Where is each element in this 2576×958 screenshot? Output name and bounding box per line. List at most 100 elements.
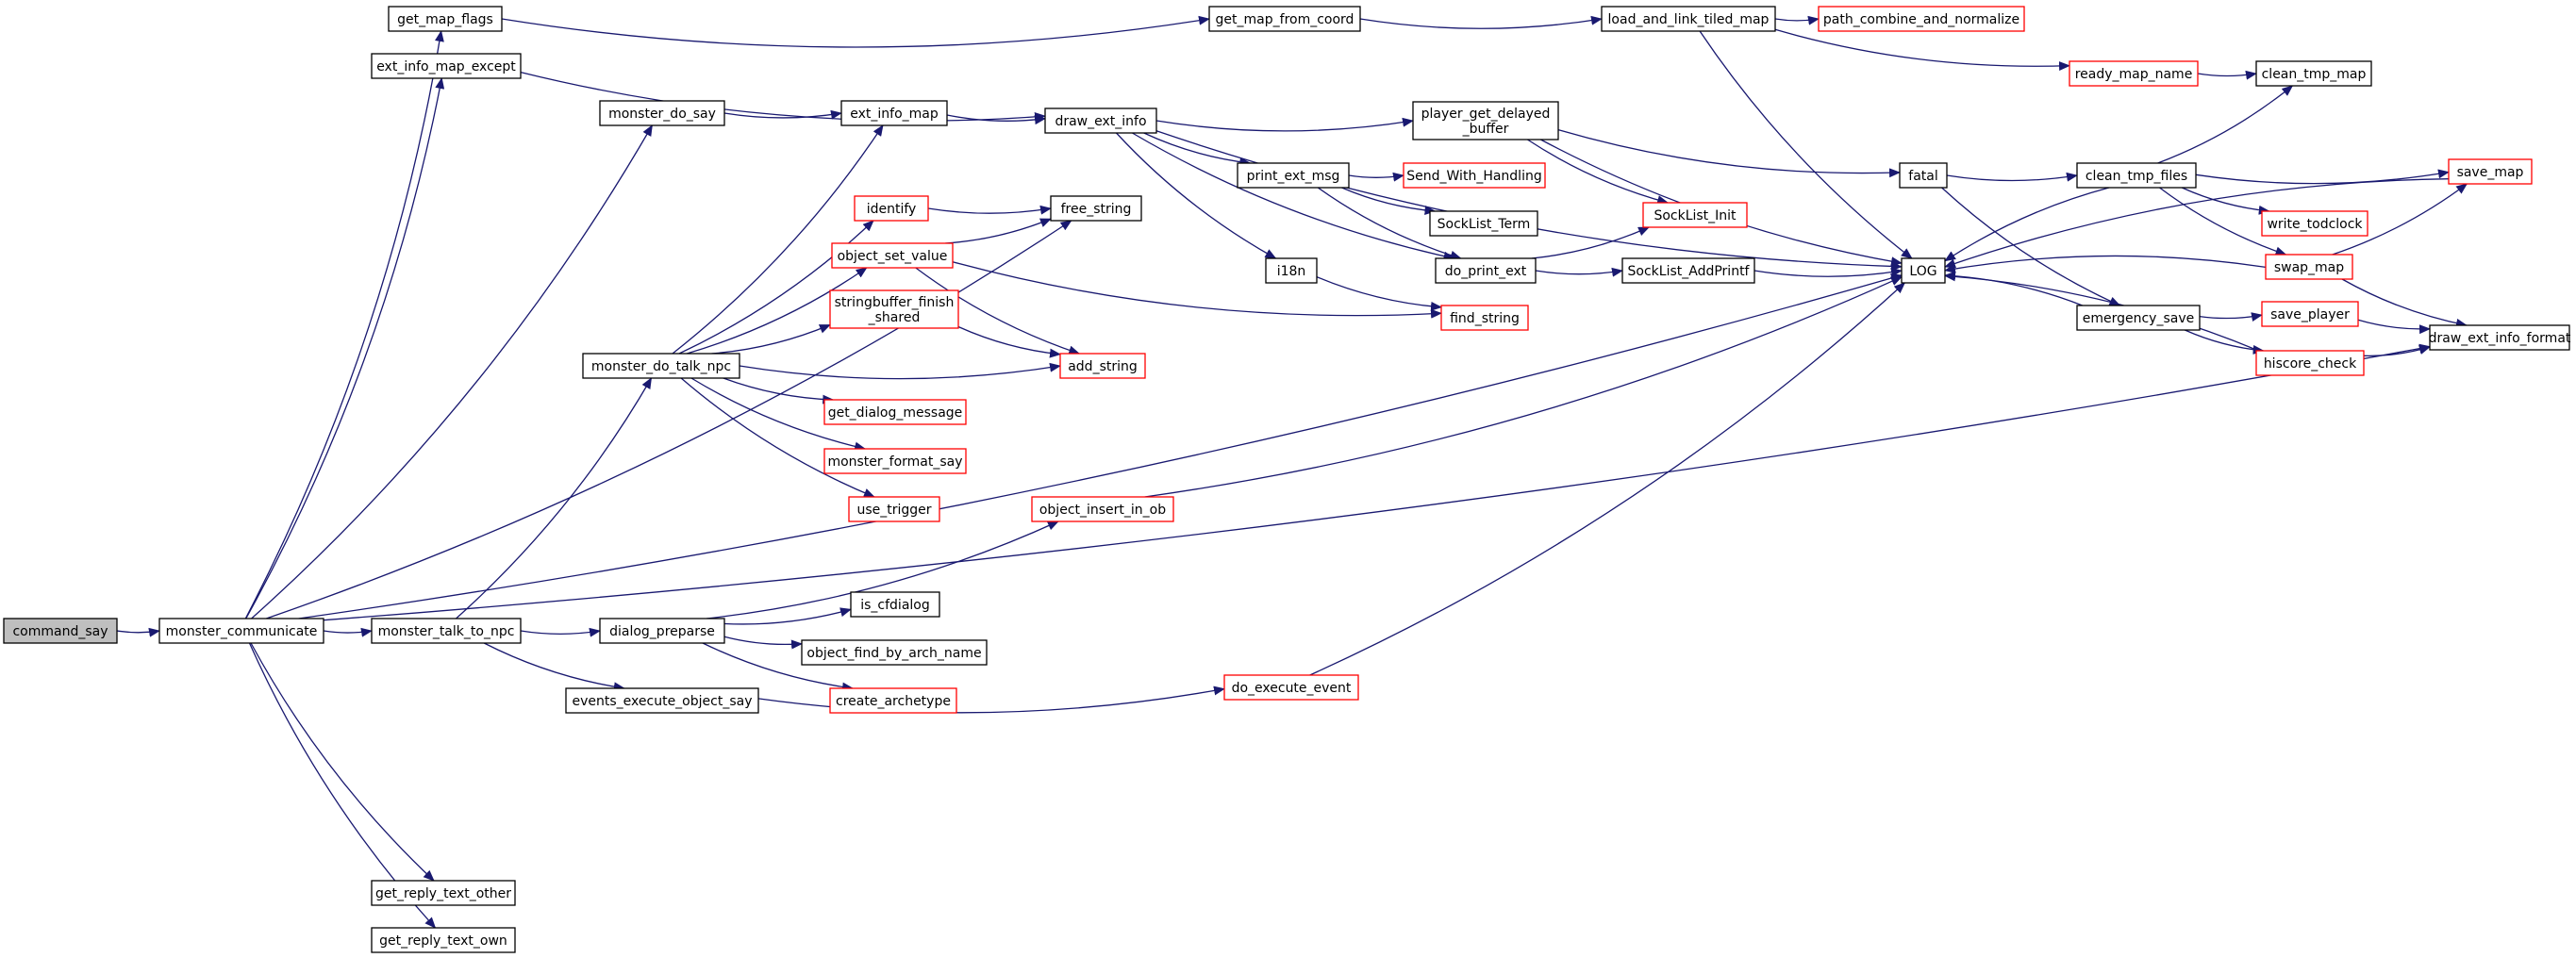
node-ready_map_name[interactable]: ready_map_name — [2069, 60, 2199, 87]
edge-SockList_AddPrintf-to-LOG — [1753, 267, 1903, 277]
node-label: get_dialog_message — [828, 405, 963, 421]
node-label: command_say — [12, 624, 108, 639]
node-fatal[interactable]: fatal — [1899, 162, 1948, 189]
node-box — [848, 496, 940, 522]
node-label: do_print_ext — [1445, 264, 1527, 279]
node-monster_do_say[interactable]: monster_do_say — [599, 100, 725, 126]
node-draw_ext_info_format[interactable]: draw_ext_info_format — [2429, 324, 2571, 351]
edge-draw_ext_info-to-LOG — [1155, 130, 1903, 272]
node-box — [1059, 353, 1146, 379]
edge-object_insert_in_ob-to-LOG — [1144, 276, 1903, 498]
node-save_player[interactable]: save_player — [2261, 301, 2359, 327]
edge-fatal-to-emergency_save — [1941, 187, 2121, 306]
edge-dialog_preparse-to-is_cfdialog — [723, 607, 852, 625]
edge-print_ext_msg-to-Send_With_Handling — [1348, 172, 1404, 182]
edge-get_map_from_coord-to-load_and_link_tiled_map — [1359, 15, 1603, 29]
node-path_combine_and_normalize[interactable]: path_combine_and_normalize — [1818, 6, 2025, 32]
node-ext_info_map_except[interactable]: ext_info_map_except — [371, 53, 522, 79]
node-box — [1237, 162, 1350, 189]
node-label: draw_ext_info — [1055, 114, 1146, 129]
node-get_reply_text_other[interactable]: get_reply_text_other — [371, 880, 516, 906]
node-Send_With_Handling[interactable]: Send_With_Handling — [1403, 162, 1546, 189]
node-free_string[interactable]: free_string — [1050, 195, 1142, 222]
node-get_reply_text_own[interactable]: get_reply_text_own — [371, 927, 516, 953]
edge-stringbuffer_finish_shared-to-add_string — [957, 325, 1061, 358]
node-monster_talk_to_npc[interactable]: monster_talk_to_npc — [371, 618, 522, 644]
node-label: load_and_link_tiled_map — [1608, 12, 1770, 27]
node-create_archetype[interactable]: create_archetype — [829, 687, 957, 714]
node-do_print_ext[interactable]: do_print_ext — [1435, 257, 1537, 284]
node-get_map_from_coord[interactable]: get_map_from_coord — [1208, 6, 1361, 32]
node-monster_do_talk_npc[interactable]: monster_do_talk_npc — [582, 353, 740, 379]
node-box — [1901, 257, 1946, 284]
node-box — [1403, 162, 1546, 189]
node-emergency_save[interactable]: emergency_save — [2076, 305, 2201, 331]
nodes-layer: command_say monster_communicate get_map_fl… — [3, 6, 2571, 953]
node-find_string[interactable]: find_string — [1440, 305, 1529, 331]
node-label: get_map_from_coord — [1216, 12, 1354, 27]
node-label: is_cfdialog — [860, 598, 930, 613]
node-save_map[interactable]: save_map — [2448, 158, 2533, 185]
node-label: Send_With_Handling — [1406, 169, 1541, 184]
node-clean_tmp_files[interactable]: clean_tmp_files — [2076, 162, 2197, 189]
node-SockList_Term[interactable]: SockList_Term — [1429, 210, 1538, 237]
node-label: hiscore_check — [2264, 356, 2357, 372]
edge-do_print_ext-to-SockList_AddPrintf — [1535, 267, 1623, 277]
node-ext_info_map[interactable]: ext_info_map — [840, 100, 948, 126]
node-stringbuffer_finish_shared[interactable]: stringbuffer_finish_shared — [829, 289, 959, 329]
node-label: events_execute_object_say — [573, 694, 753, 709]
node-LOG[interactable]: LOG — [1901, 257, 1946, 284]
node-draw_ext_info[interactable]: draw_ext_info — [1044, 107, 1157, 134]
node-label: get_map_flags — [397, 12, 493, 27]
node-load_and_link_tiled_map[interactable]: load_and_link_tiled_map — [1601, 6, 1776, 32]
node-box — [2429, 324, 2570, 351]
node-box — [1818, 6, 2025, 32]
node-label: free_string — [1061, 202, 1132, 217]
edge-monster_talk_to_npc-to-events_execute_object_say — [483, 642, 625, 692]
node-is_cfdialog[interactable]: is_cfdialog — [850, 591, 940, 618]
node-print_ext_msg[interactable]: print_ext_msg — [1237, 162, 1350, 189]
node-box — [1899, 162, 1948, 189]
node-write_todclock[interactable]: write_todclock — [2261, 210, 2368, 237]
node-object_set_value[interactable]: object_set_value — [831, 242, 954, 269]
edge-load_and_link_tiled_map-to-path_combine_and_normalize — [1774, 15, 1820, 25]
node-label: monster_do_say — [608, 107, 716, 122]
edge-ready_map_name-to-clean_tmp_map — [2197, 70, 2257, 80]
node-clean_tmp_map[interactable]: clean_tmp_map — [2255, 60, 2372, 87]
node-events_execute_object_say[interactable]: events_execute_object_say — [565, 687, 759, 714]
node-dialog_preparse[interactable]: dialog_preparse — [599, 618, 725, 644]
node-label: fatal — [1908, 169, 1937, 184]
node-label: swap_map — [2274, 260, 2344, 275]
node-box — [840, 100, 948, 126]
node-object_find_by_arch_name[interactable]: object_find_by_arch_name — [801, 639, 988, 666]
node-identify[interactable]: identify — [854, 195, 929, 222]
edge-monster_do_talk_npc-to-identify — [678, 220, 874, 355]
node-box — [823, 399, 967, 425]
node-object_insert_in_ob[interactable]: object_insert_in_ob — [1031, 496, 1174, 522]
node-add_string[interactable]: add_string — [1059, 353, 1146, 379]
node-do_execute_event[interactable]: do_execute_event — [1223, 674, 1359, 701]
node-get_map_flags[interactable]: get_map_flags — [388, 6, 503, 32]
edge-ext_info_map_except-to-draw_ext_info — [520, 71, 1046, 122]
node-monster_communicate[interactable]: monster_communicate — [158, 618, 324, 644]
edge-draw_ext_info-to-print_ext_msg — [1143, 132, 1252, 167]
edge-load_and_link_tiled_map-to-ready_map_name — [1774, 28, 2070, 71]
node-i18n[interactable]: i18n — [1265, 257, 1318, 284]
edge-monster_do_say-to-ext_info_map — [723, 109, 842, 120]
edge-ext_info_map-to-draw_ext_info — [946, 114, 1046, 125]
node-label: save_player — [2270, 307, 2350, 322]
node-use_trigger[interactable]: use_trigger — [848, 496, 940, 522]
edge-draw_ext_info-to-player_get_delayed_buffer — [1155, 117, 1414, 132]
node-box — [854, 195, 929, 222]
node-label: find_string — [1450, 311, 1520, 326]
node-monster_format_say[interactable]: monster_format_say — [823, 448, 967, 474]
node-swap_map[interactable]: swap_map — [2265, 254, 2353, 280]
edge-save_map-to-LOG — [1944, 178, 2450, 269]
node-player_get_delayed_buffer[interactable]: player_get_delayed_buffer — [1412, 101, 1559, 140]
node-SockList_AddPrintf[interactable]: SockList_AddPrintf — [1621, 257, 1755, 284]
edge-monster_do_talk_npc-to-stringbuffer_finish_shared — [711, 323, 831, 355]
node-hiscore_check[interactable]: hiscore_check — [2255, 350, 2365, 376]
node-get_dialog_message[interactable]: get_dialog_message — [823, 399, 967, 425]
node-SockList_Init[interactable]: SockList_Init — [1642, 202, 1748, 228]
